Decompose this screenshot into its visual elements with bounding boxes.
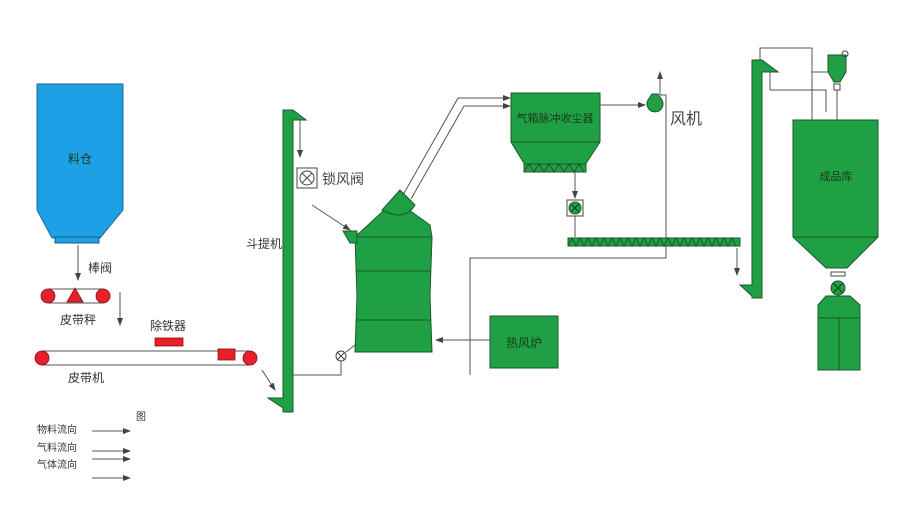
bucket-elevator <box>266 109 308 413</box>
packing-machine <box>817 295 861 371</box>
legend: 图 物料流向 气料流向 气体流向 <box>37 411 146 481</box>
legend-title: 图 <box>136 411 146 423</box>
rotary-valve <box>566 199 584 217</box>
iron-remover <box>154 337 184 347</box>
collector-label: 气箱脉冲收尘器 <box>517 111 594 125</box>
hot-air-furnace: 热风炉 <box>489 315 559 369</box>
belt-conveyor-label: 皮带机 <box>68 371 104 385</box>
legend-item-gas-material: 气料流向 <box>37 441 77 454</box>
pulse-dust-collector: 气箱脉冲收尘器 <box>510 92 601 173</box>
flow-arrow <box>311 204 351 231</box>
discharge-valve-2 <box>830 280 846 296</box>
silo-label: 料仓 <box>68 152 92 166</box>
rod-valve-label: 棒阀 <box>88 261 112 275</box>
iron-remover-label: 除铁器 <box>150 318 186 333</box>
bucket-elevator-label: 斗提机 <box>246 236 282 251</box>
product-silo-label: 成品库 <box>820 170 853 183</box>
legend-item-material: 物料流向 <box>37 423 77 436</box>
bucket-elevator-2 <box>738 59 780 299</box>
belt-conveyor <box>34 348 258 366</box>
raw-material-silo: 料仓 <box>36 83 124 244</box>
screw-conveyor <box>567 236 741 248</box>
product-silo: 成品库 <box>792 119 879 269</box>
fan-icon <box>646 93 664 113</box>
furnace-label: 热风炉 <box>506 336 542 350</box>
airlock-valve <box>296 167 318 189</box>
legend-item-gas: 气体流向 <box>37 458 77 471</box>
cyclone-dust-collector <box>827 50 849 120</box>
discharge-valve <box>335 350 347 362</box>
fan-label: 风机 <box>670 109 702 128</box>
belt-scale <box>40 287 111 304</box>
flow-arrow <box>261 369 276 391</box>
belt-scale-label: 皮带秤 <box>60 313 96 327</box>
airlock-valve-label: 锁风阀 <box>322 172 364 188</box>
mill <box>342 189 433 353</box>
